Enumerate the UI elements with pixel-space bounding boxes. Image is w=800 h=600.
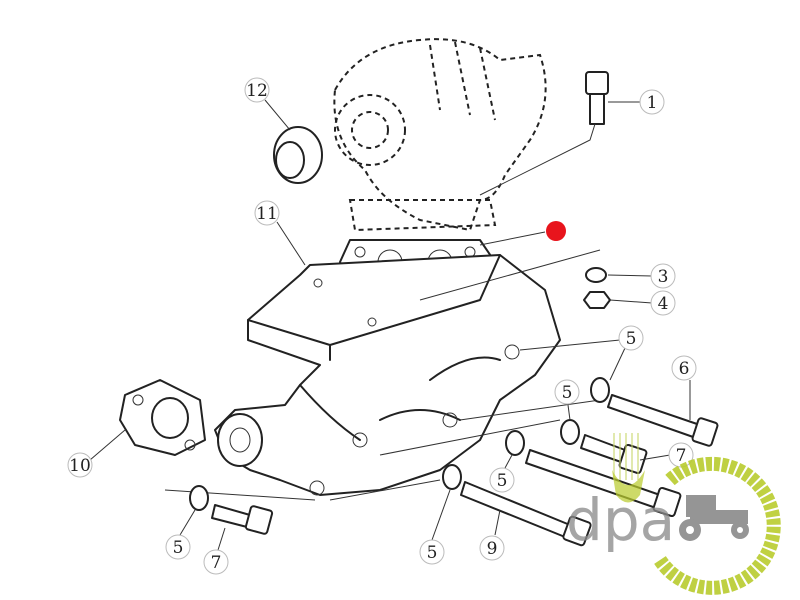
callout-9: 9: [479, 535, 505, 561]
callout-5: 5: [165, 534, 191, 560]
callout-5: 5: [554, 379, 580, 405]
svg-text:4: 4: [658, 294, 669, 314]
washer-3: [585, 267, 607, 283]
svg-text:10: 10: [69, 456, 91, 476]
svg-text:5: 5: [427, 543, 438, 563]
turbocharger-outline: [333, 38, 547, 232]
callout-6: 6: [671, 355, 697, 381]
svg-text:7: 7: [211, 553, 222, 573]
callout-5: 5: [618, 325, 644, 351]
callout-7: 7: [668, 442, 694, 468]
svg-text:dpa: dpa: [566, 486, 675, 554]
bolt-1: [585, 71, 609, 125]
svg-text:5: 5: [497, 471, 508, 491]
callout-5: 5: [489, 467, 515, 493]
svg-text:5: 5: [626, 329, 637, 349]
gear-ring-icon: [654, 456, 781, 595]
exhaust-manifold: [164, 249, 621, 501]
svg-text:5: 5: [173, 538, 184, 558]
callout-1: 1: [639, 89, 665, 115]
dpa-logo: dpa: [566, 433, 781, 595]
svg-text:9: 9: [487, 539, 498, 559]
nut-4: [583, 291, 611, 309]
callout-7: 7: [203, 549, 229, 575]
callout-3: 3: [650, 263, 676, 289]
bolts: [211, 394, 719, 547]
svg-text:3: 3: [658, 267, 669, 287]
highlight-marker: [546, 221, 566, 241]
tractor-icon: [679, 495, 749, 541]
callout-5: 5: [419, 539, 445, 565]
svg-text:12: 12: [246, 81, 268, 101]
seal-ring: [273, 126, 323, 184]
washers: [189, 377, 610, 511]
svg-text:1: 1: [647, 93, 658, 113]
svg-text:11: 11: [256, 204, 278, 224]
svg-text:7: 7: [676, 446, 687, 466]
callout-11: 11: [254, 200, 280, 226]
svg-text:5: 5: [562, 383, 573, 403]
callout-4: 4: [650, 290, 676, 316]
svg-text:6: 6: [679, 359, 690, 379]
callout-12: 12: [244, 77, 270, 103]
wheat-icon: [613, 433, 639, 480]
callout-10: 10: [67, 452, 93, 478]
outlet-gasket: [119, 379, 206, 456]
leader-lines: [89, 99, 691, 551]
